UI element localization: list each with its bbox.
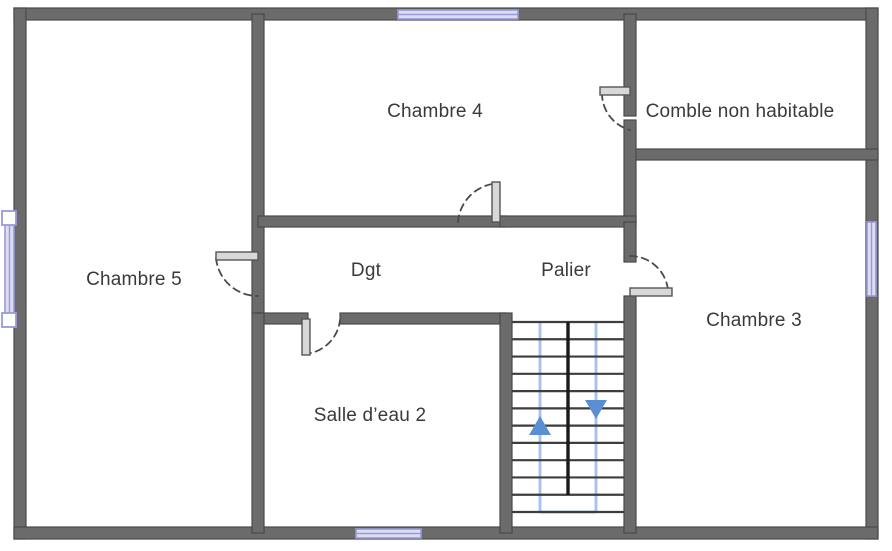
door-comble-swing-arc <box>601 92 631 131</box>
wall-salle-eau-top-b <box>339 312 507 325</box>
door-salle-eau-leaf <box>301 318 311 356</box>
windows-layer <box>1 9 877 539</box>
wall-dgt-right-lower <box>499 215 637 228</box>
door-chambre4-dgt <box>457 181 501 223</box>
window-left-cap <box>1 312 17 328</box>
window-top <box>397 9 519 20</box>
room-label-salle-eau-2: Salle d’eau 2 <box>313 405 427 426</box>
door-chambre5-swing-arc <box>215 257 259 297</box>
door-chambre4-dgt-swing-arc <box>457 183 493 223</box>
wall-exterior-bottom <box>13 526 879 540</box>
staircase-layer <box>512 320 624 514</box>
wall-chambre5-right <box>251 13 265 314</box>
wall-salle-eau-top-a <box>257 312 309 325</box>
room-label-chambre-4: Chambre 4 <box>387 101 483 122</box>
room-label-chambre-5: Chambre 5 <box>86 269 182 290</box>
stair-arrow-up-icon <box>529 416 551 435</box>
door-chambre5-leaf <box>215 251 259 261</box>
room-label-dgt: Dgt <box>350 260 382 281</box>
room-label-chambre-3: Chambre 3 <box>706 310 802 331</box>
wall-palier-top <box>623 119 637 223</box>
door-comble <box>599 86 631 131</box>
wall-dgt-top <box>257 215 507 228</box>
wall-exterior-left <box>13 7 27 540</box>
window-left-cap <box>1 210 17 226</box>
door-palier-chambre3-leaf <box>629 287 673 297</box>
wall-stair-left <box>499 312 513 534</box>
window-bottom <box>355 528 422 539</box>
wall-dgt-right-upper <box>623 13 637 117</box>
stair-arrow-down-icon <box>585 400 607 419</box>
door-chambre4-dgt-leaf <box>491 181 501 223</box>
door-palier-chambre3 <box>629 255 673 297</box>
door-comble-leaf <box>599 86 631 96</box>
wall-comble-bottom <box>629 148 879 161</box>
door-salle-eau <box>301 318 341 356</box>
wall-salle-eau-left <box>251 312 265 534</box>
window-right <box>866 221 877 297</box>
door-palier-chambre3-swing-arc <box>629 255 669 291</box>
room-label-palier: Palier <box>541 260 591 281</box>
walls-layer <box>13 7 879 540</box>
window-left <box>1 210 17 328</box>
wall-chambre3-left <box>623 295 637 534</box>
room-label-comble: Comble non habitable <box>645 101 835 122</box>
doors-layer <box>215 86 673 356</box>
door-chambre5 <box>215 251 259 297</box>
staircase <box>512 320 624 514</box>
wall-palier-left <box>623 221 637 263</box>
